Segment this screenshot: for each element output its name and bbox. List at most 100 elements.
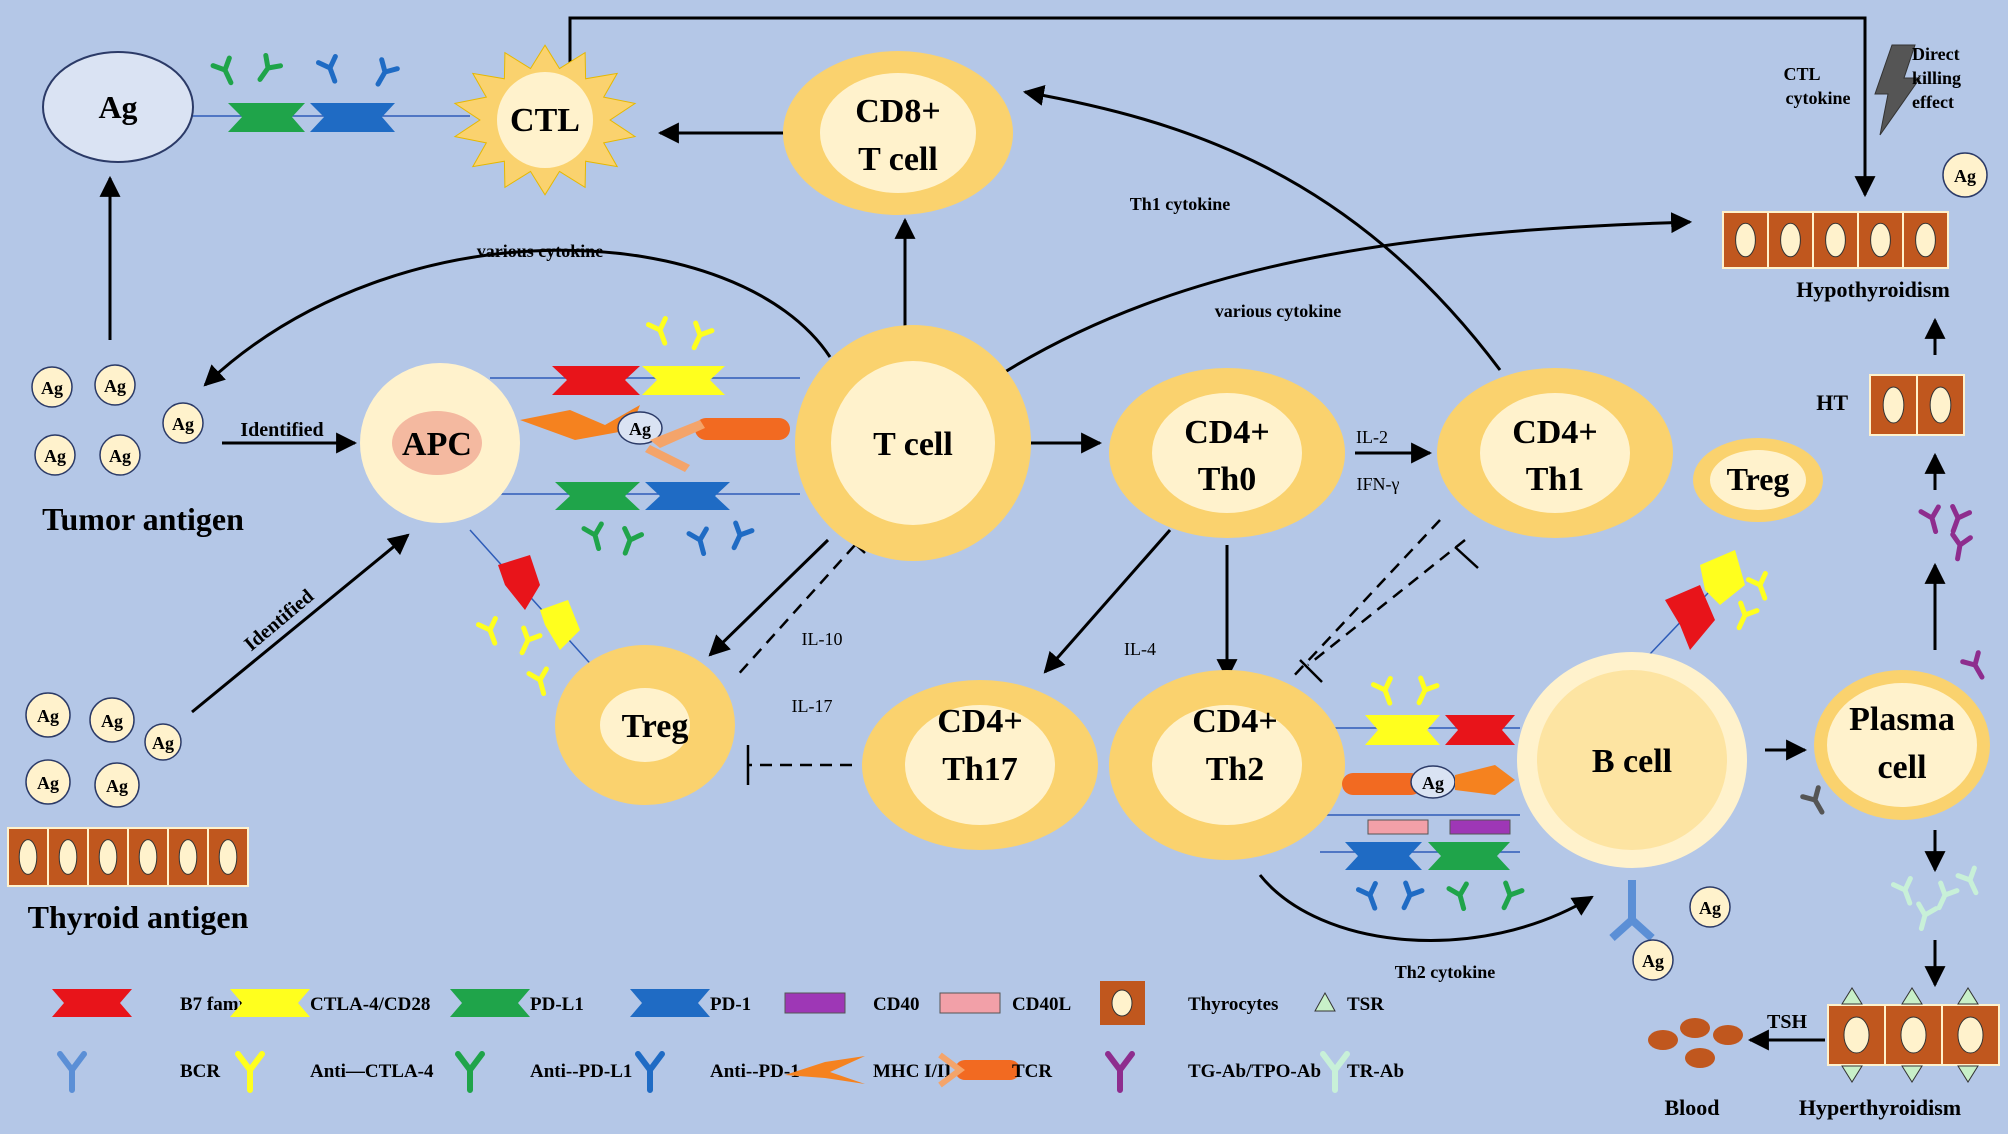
bcr-and-ag-below-bcell: Ag Ag — [1609, 880, 1731, 981]
legend-swatch — [1320, 1051, 1350, 1093]
cd4-th0-cell: CD4+ Th0 — [1109, 368, 1345, 538]
synapse-apc-treg — [478, 555, 580, 696]
th17-label-1: CD4+ — [937, 703, 1022, 740]
il4-label: IL-4 — [1124, 639, 1156, 659]
th2-cytokine-arrow — [1258, 874, 1594, 942]
identified-arrow-2 — [191, 533, 410, 714]
ag-token-t3: Ag — [44, 446, 66, 466]
thyrocyte-nucleus — [138, 839, 158, 875]
legend-label: CTLA-4/CD28 — [310, 994, 430, 1015]
legend-label: PD-L1 — [530, 994, 584, 1015]
pd-l1-receptor-b — [1428, 842, 1510, 870]
legend-swatch — [450, 989, 530, 1017]
legend-label: TG-Ab/TPO-Ab — [1188, 1061, 1321, 1082]
b7-receptor — [552, 366, 640, 395]
ag-token-y2: Ag — [101, 711, 123, 731]
th1-cytokine-label: Th1 cytokine — [1130, 194, 1231, 214]
thyrocyte-nucleus — [1929, 386, 1952, 424]
ag-token-b: Ag — [1422, 773, 1444, 793]
synapse-th2-bcell: Ag — [1342, 678, 1522, 911]
ctla4-receptor-b — [1365, 715, 1440, 745]
legend-swatch — [955, 1060, 1020, 1080]
legend-item: TSR — [1314, 991, 1384, 1015]
various-cytokine-label-1: various cytokine — [477, 241, 604, 261]
legend-swatch — [784, 992, 846, 1014]
th2-label-2: Th2 — [1206, 751, 1265, 788]
legend-item: CD40L — [939, 992, 1071, 1015]
b7-receptor-b — [1445, 715, 1515, 745]
ctla4-receptor-treg — [540, 600, 580, 650]
legend-label: PD-1 — [710, 994, 751, 1015]
il17-label: IL-17 — [792, 696, 833, 716]
ag-token-y5: Ag — [106, 776, 128, 796]
legend-label: BCR — [180, 1061, 220, 1082]
treg-right-cell: Treg — [1693, 438, 1823, 522]
mhc-molecule — [520, 405, 640, 440]
ag-token-synapse: Ag — [629, 419, 651, 439]
pd-l1-receptor — [228, 103, 305, 132]
ag-token-t2: Ag — [104, 376, 126, 396]
il2-label: IL-2 — [1356, 427, 1388, 447]
treg-right-receptors — [1665, 550, 1773, 650]
thyrocyte-nucleus — [1957, 1016, 1984, 1054]
thyrocyte-nucleus — [98, 839, 118, 875]
inhibition-lines — [734, 519, 1479, 785]
il10-label: IL-10 — [802, 629, 843, 649]
tcell-label: T cell — [873, 426, 953, 463]
hyperthyroidism-label: Hyperthyroidism — [1799, 1095, 1961, 1120]
synapse-apc-tcell: Ag — [520, 318, 790, 556]
legend-item: PD-1 — [630, 989, 751, 1017]
legend-swatch — [630, 989, 710, 1017]
ctla4-receptor — [642, 366, 725, 395]
b7-receptor-treg — [498, 555, 540, 610]
legend-item: MHC I/II — [785, 1056, 952, 1084]
ctl-cytokine-label-2: cytokine — [1786, 88, 1851, 108]
bcell-label: B cell — [1592, 743, 1672, 780]
cd4-th1-cell: CD4+ Th1 — [1437, 368, 1673, 538]
ag-token-y1: Ag — [37, 706, 59, 726]
ag-token-bcell-2: Ag — [1699, 898, 1721, 918]
treg-right-label: Treg — [1727, 461, 1790, 497]
legend-swatch — [1314, 991, 1336, 1012]
th2-label-1: CD4+ — [1192, 703, 1277, 740]
legend-item: TR-Ab — [1320, 1051, 1404, 1093]
ag-token-y3: Ag — [152, 733, 174, 753]
arrows — [99, 16, 1946, 1051]
various-cytokine-arrow-2 — [999, 212, 1693, 377]
ag-token-hypo: Ag — [1954, 166, 1976, 186]
legend-label: TCR — [1012, 1061, 1052, 1082]
legend-swatch — [785, 1056, 865, 1084]
ag-token-t4: Ag — [109, 446, 131, 466]
legend-label: TR-Ab — [1347, 1061, 1404, 1082]
apc-cell: APC — [360, 363, 520, 523]
ag-token-t1: Ag — [41, 378, 63, 398]
legend-label: CD40L — [1012, 994, 1071, 1015]
legend-swatch — [230, 989, 310, 1017]
tsh-label: TSH — [1767, 1011, 1807, 1033]
legend-swatch — [455, 1051, 485, 1093]
direct-label-2: killing — [1912, 68, 1961, 88]
legend-item: Anti--PD-L1 — [455, 1051, 632, 1093]
thyroid-antigen-cluster: Ag Ag Ag Ag Ag — [25, 692, 182, 808]
t-cell: T cell — [795, 325, 1031, 561]
thyrocyte-nucleus — [1882, 386, 1905, 424]
thyrocyte-nucleus — [178, 839, 198, 875]
legend-label: Anti—CTLA-4 — [310, 1061, 434, 1082]
direct-label-1: Direct — [1912, 44, 1960, 64]
direct-label-3: effect — [1912, 92, 1954, 112]
ctl-cell: CTL — [453, 44, 637, 196]
cd8-tcell: CD8+ T cell — [783, 51, 1013, 215]
b-cell: B cell — [1517, 652, 1747, 868]
various-cytokine-arrow-1 — [203, 248, 832, 387]
treg-left-label: Treg — [622, 708, 689, 745]
thyrocyte-nucleus — [18, 839, 38, 875]
thyrocyte-nucleus — [1915, 222, 1936, 258]
legend-swatch — [939, 992, 1001, 1014]
ag-token-bcell: Ag — [1642, 951, 1664, 971]
ag-right-hypo: Ag — [1942, 152, 1988, 198]
th0-label-1: CD4+ — [1184, 414, 1269, 451]
ht-thyrocytes — [1869, 374, 1965, 436]
